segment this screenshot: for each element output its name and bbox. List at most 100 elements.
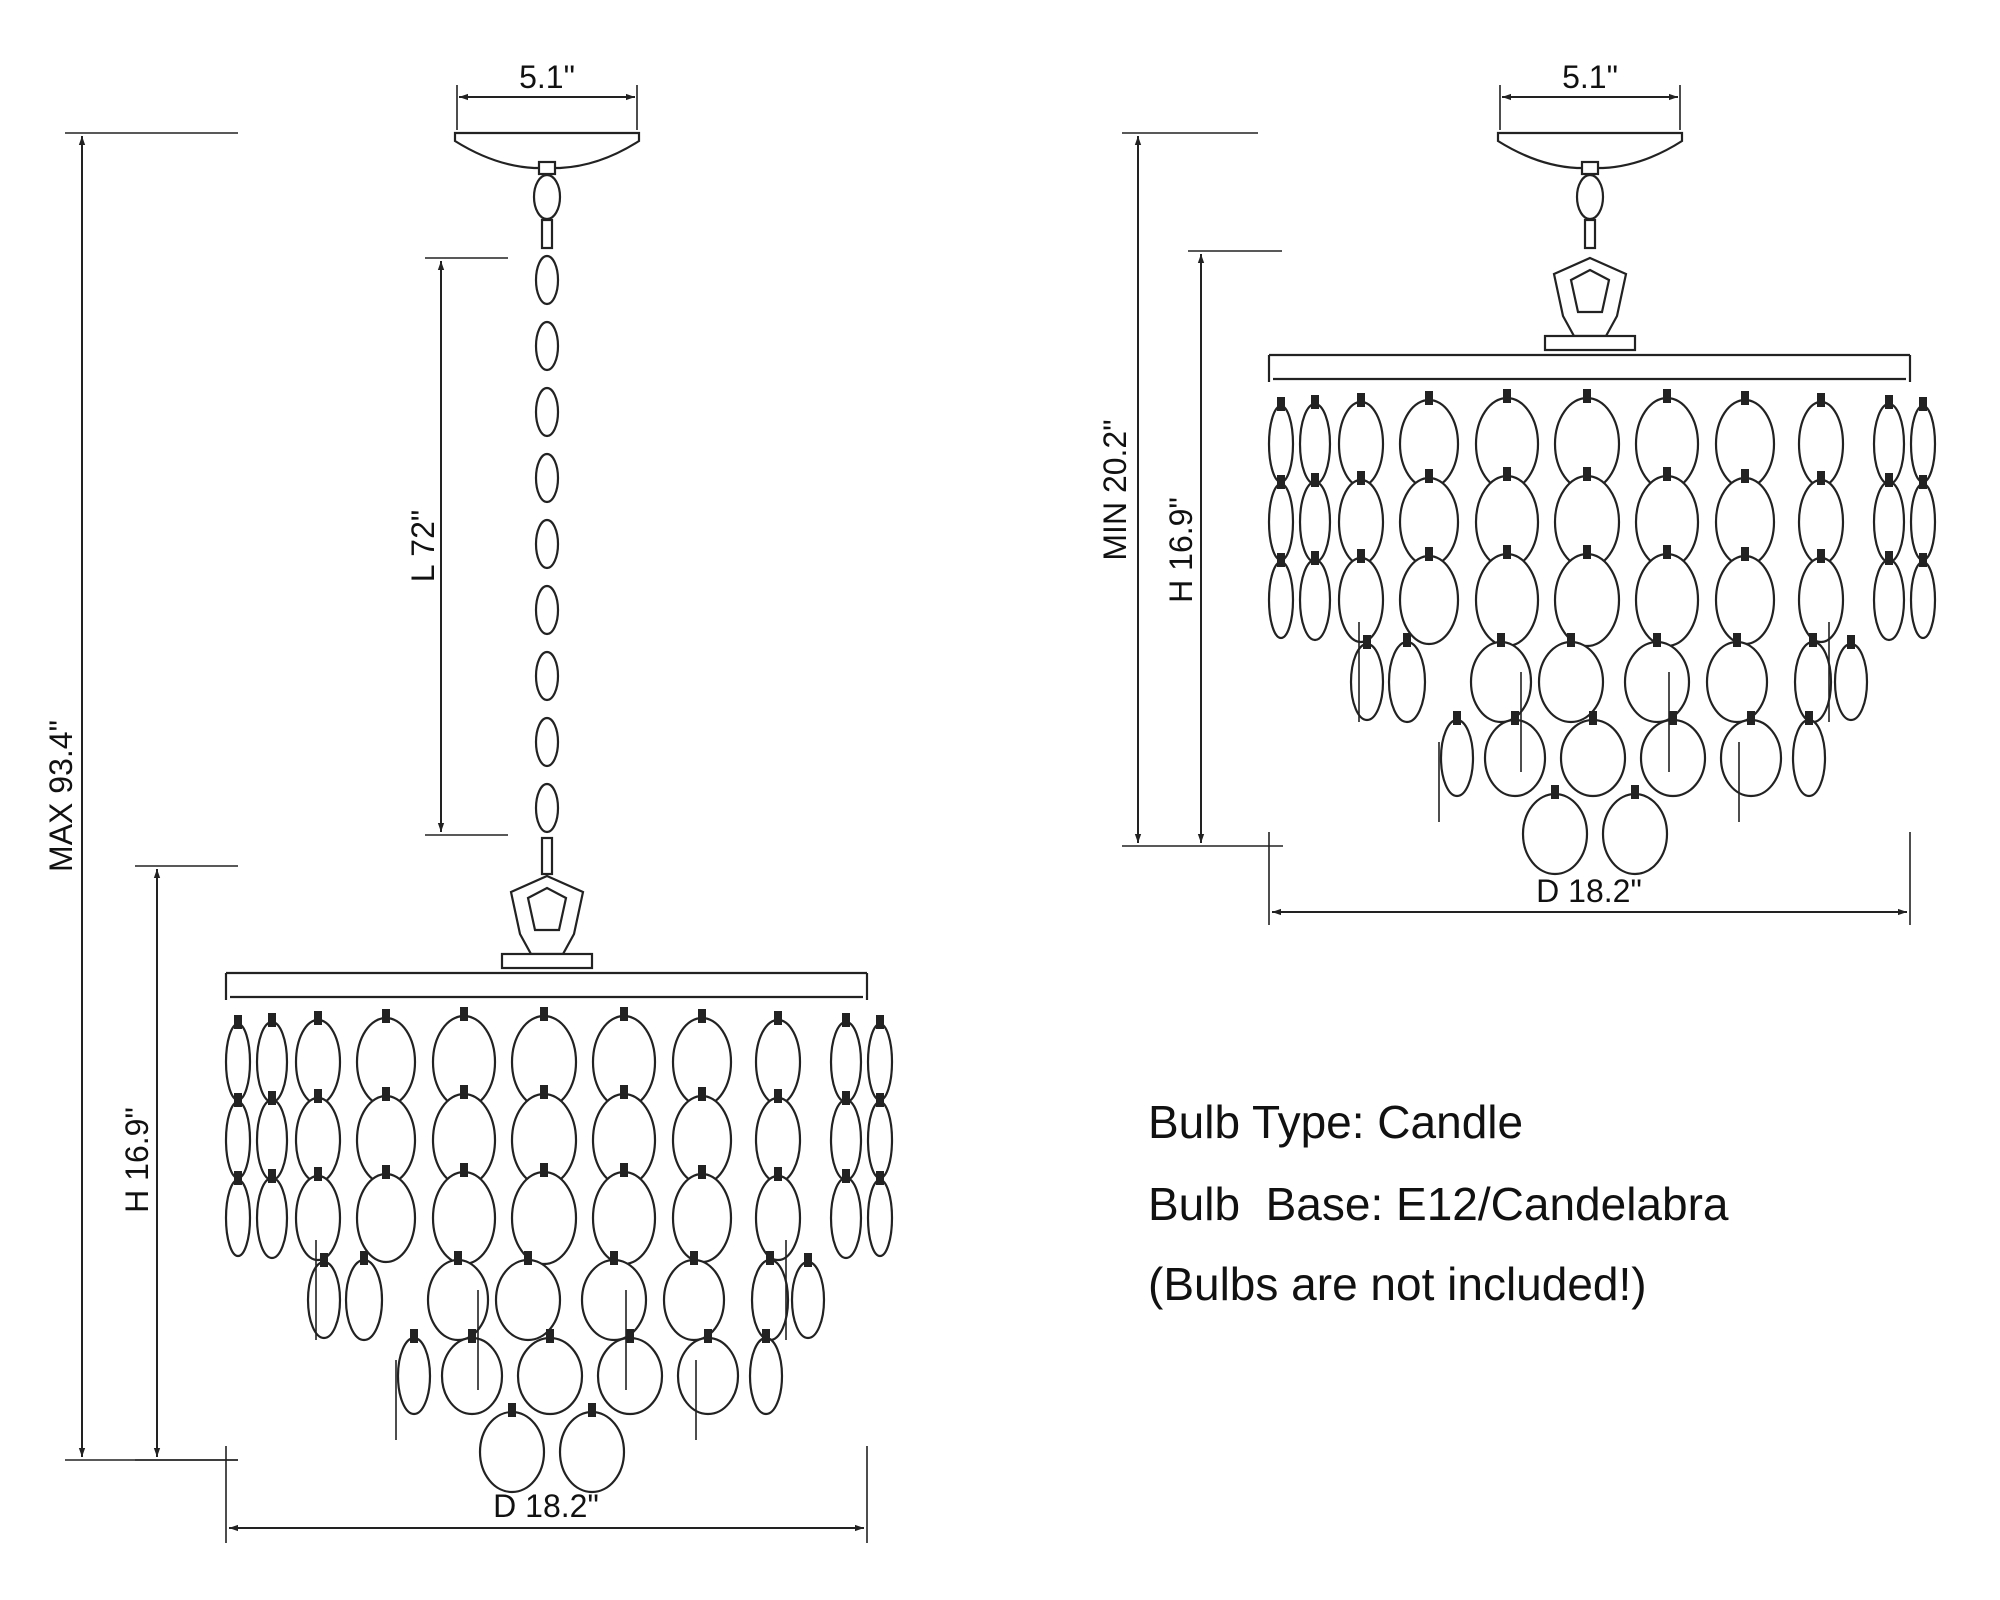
chain-link (534, 386, 560, 438)
disc-hook (774, 1167, 782, 1181)
disc-hook (1741, 391, 1749, 405)
disc-hook (774, 1011, 782, 1025)
disc-hook (1817, 393, 1825, 407)
crystal-disc (224, 1100, 252, 1180)
crystal-disc (1267, 482, 1295, 562)
disc-hook (1885, 473, 1893, 487)
left-body-height-label: H 16.9" (119, 1107, 155, 1213)
crystal-disc (1469, 640, 1533, 724)
disc-hook (1311, 551, 1319, 565)
crystal-disc (866, 1178, 894, 1258)
crystal-disc (829, 1176, 863, 1260)
disc-hook (268, 1169, 276, 1183)
right-min-height-dimension: MIN 20.2" (1097, 132, 1283, 847)
crystal-disc (396, 1336, 432, 1416)
crystal-disc (1909, 404, 1937, 484)
disc-hook (1809, 633, 1817, 647)
disc-hook (842, 1091, 850, 1105)
crystal-disc (1714, 554, 1776, 646)
disc-hook (1277, 475, 1285, 489)
disc-hook (1583, 389, 1591, 403)
right-hook-connector (1543, 256, 1637, 352)
crystal-disc (255, 1176, 289, 1260)
crystal-disc (866, 1100, 894, 1180)
crystal-disc (1483, 718, 1547, 798)
left-max-height-dimension: MAX 93.4" (43, 132, 238, 1461)
crystal-disc (750, 1258, 790, 1342)
crystal-disc (1267, 560, 1295, 640)
disc-hook (268, 1091, 276, 1105)
crystal-disc (1719, 718, 1783, 798)
disc-hook (234, 1171, 242, 1185)
disc-hook (314, 1011, 322, 1025)
disc-hook (540, 1163, 548, 1177)
left-hook-connector (500, 874, 594, 970)
left-chain-length-dimension: L 72" (405, 257, 508, 836)
crystal-disc (344, 1258, 384, 1342)
crystal-disc (355, 1172, 417, 1264)
disc-hook (1277, 553, 1285, 567)
bulbs-not-included-note: (Bulbs are not included!) (1148, 1258, 1647, 1310)
disc-hook (1583, 545, 1591, 559)
right-body-height-label: H 16.9" (1163, 497, 1199, 603)
disc-hook (698, 1009, 706, 1023)
disc-hook (524, 1251, 532, 1265)
crystal-disc (676, 1336, 740, 1416)
bulb-type-text: Bulb Type: Candle (1148, 1096, 1524, 1148)
chain-link (540, 836, 554, 876)
crystal-disc (1797, 556, 1845, 644)
disc-hook (876, 1093, 884, 1107)
disc-hook (1817, 549, 1825, 563)
crystal-disc (440, 1336, 504, 1416)
disc-hook (1503, 389, 1511, 403)
crystal-disc (294, 1174, 342, 1262)
crystal-disc (1791, 718, 1827, 798)
disc-hook (1357, 393, 1365, 407)
crystal-disc (1298, 558, 1332, 642)
disc-hook (620, 1085, 628, 1099)
disc-hook (1503, 467, 1511, 481)
crystal-disc (1639, 718, 1707, 798)
crystal-disc (1398, 554, 1460, 646)
disc-hook (1919, 553, 1927, 567)
disc-hook (698, 1087, 706, 1101)
disc-hook (382, 1009, 390, 1023)
crystal-disc (1349, 642, 1385, 722)
disc-hook (360, 1251, 368, 1265)
crystal-disc (866, 1022, 894, 1102)
disc-hook (804, 1253, 812, 1267)
crystal-disc (1872, 480, 1906, 564)
crystal-disc (748, 1336, 784, 1416)
crystal-disc (224, 1022, 252, 1102)
left-canopy-width-dimension: 5.1" (456, 59, 638, 130)
right-body-height-dimension: H 16.9" (1163, 250, 1282, 843)
disc-hook (454, 1251, 462, 1265)
disc-hook (876, 1015, 884, 1029)
disc-hook (1919, 397, 1927, 411)
right-canopy (1496, 131, 1684, 176)
disc-hook (1741, 547, 1749, 561)
disc-hook (540, 1085, 548, 1099)
disc-hook (762, 1329, 770, 1343)
disc-hook (704, 1329, 712, 1343)
right-view: 5.1" MIN 20.2" H 16.9" (1097, 59, 1937, 925)
disc-hook (1669, 711, 1677, 725)
disc-hook (1403, 633, 1411, 647)
right-diameter-dimension: D 18.2" (1268, 832, 1911, 925)
crystal-disc (494, 1258, 562, 1342)
left-diameter-label: D 18.2" (493, 1488, 599, 1524)
crystal-disc (1705, 640, 1769, 724)
crystal-disc (596, 1336, 664, 1416)
disc-hook (460, 1163, 468, 1177)
crystal-disc (829, 1020, 863, 1104)
chain-link (534, 254, 560, 306)
crystal-disc (1537, 640, 1605, 724)
disc-hook (1503, 545, 1511, 559)
disc-hook (1919, 475, 1927, 489)
disc-hook (234, 1015, 242, 1029)
disc-hook (774, 1089, 782, 1103)
disc-hook (1885, 551, 1893, 565)
disc-hook (876, 1171, 884, 1185)
disc-hook (1817, 471, 1825, 485)
